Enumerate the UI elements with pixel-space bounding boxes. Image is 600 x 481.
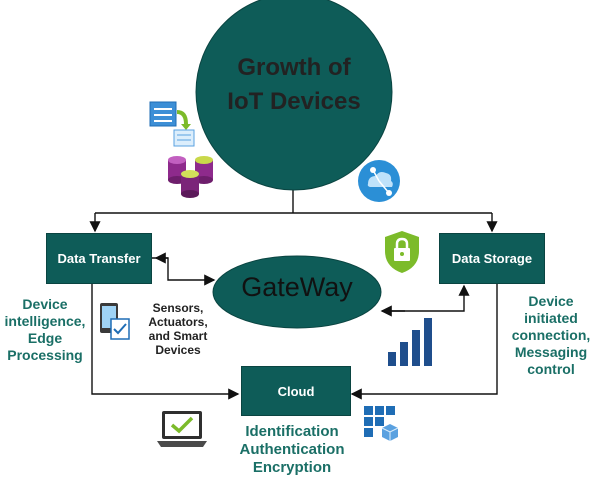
right-note-line: Device [528,293,574,309]
right-note-line: connection, [511,327,591,343]
signal-bars-icon [388,318,432,366]
right-note-line: Messaging [514,344,588,360]
left-note: Device intelligence, Edge Processing [0,296,90,364]
grid-cubes-icon [364,406,399,441]
cloud-box: Cloud [241,366,351,416]
security-note-line: Authentication [239,441,345,458]
gateway-ellipse [212,255,382,329]
arrow-transfer-to-gateway [152,257,216,286]
arrow-transfer-to-cloud [91,284,240,400]
cloud-service-icon [358,160,400,202]
left-note-line: Device [22,296,68,312]
sensors-note-line: Actuators, [148,315,208,329]
laptop-check-icon [157,411,207,447]
document-transfer-icon [149,101,195,147]
sensors-note: Sensors, Actuators, and Smart Devices [138,301,218,357]
left-note-line: intelligence, [4,313,86,329]
database-cluster-icon [168,156,213,198]
arrow-storage-to-cloud [350,284,498,400]
right-note: Device initiated connection, Messaging c… [503,293,599,378]
gateway-label: GateWay [241,272,353,302]
sensors-note-line: Devices [155,343,201,357]
sensors-note-line: Sensors, [152,301,204,315]
right-note-line: control [527,361,575,377]
data-storage-box: Data Storage [439,233,545,284]
security-note-line: Encryption [252,459,332,476]
left-note-line: Edge [27,330,63,346]
circle-title-line1: Growth of [237,54,351,81]
right-note-line: initiated [524,310,578,326]
data-transfer-box: Data Transfer [46,233,152,284]
growth-circle [195,0,393,191]
phone-checklist-icon [100,303,130,340]
circle-title-line2: IoT Devices [227,88,361,115]
security-note-line: Identification [245,423,339,440]
security-lock-icon [385,231,419,273]
arrow-gateway-to-storage [388,284,470,312]
security-note: Identification Authentication Encryption [222,423,362,477]
sensors-note-line: and Smart [148,329,208,343]
left-note-line: Processing [7,347,83,363]
